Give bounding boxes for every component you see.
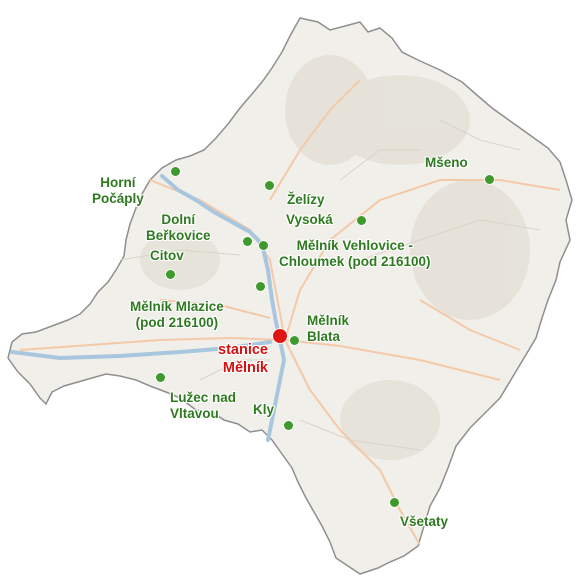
station-label-mseno[interactable]: Mšeno [425, 155, 468, 170]
station-label-melnik-mlazice[interactable]: Mělník Mlazice (pod 216100) [130, 299, 224, 330]
station-marker-vysoka[interactable] [357, 216, 366, 225]
station-marker-melnik-mlazice[interactable] [256, 282, 265, 291]
station-marker-mseno[interactable] [485, 175, 494, 184]
river-vltava-labe [10, 174, 287, 442]
station-marker-citov[interactable] [166, 270, 175, 279]
station-label-kly[interactable]: Kly [253, 402, 275, 417]
station-marker-melnik-blata[interactable] [290, 336, 299, 345]
station-label-zelizy[interactable]: Želízy [287, 192, 325, 207]
station-marker-vsetaty[interactable] [390, 498, 399, 507]
station-marker-kly[interactable] [284, 421, 293, 430]
station-label-melnik-vehlovice[interactable]: Mělník Vehlovice - Chloumek (pod 216100) [279, 238, 431, 269]
main-station-label[interactable]: stanice Mělník [218, 342, 268, 376]
station-label-citov[interactable]: Citov [150, 248, 184, 263]
station-label-luzec-nad-vltavou[interactable]: Lužec nad Vltavou [170, 390, 237, 421]
station-marker-horni-pocaply[interactable] [171, 167, 180, 176]
station-marker-luzec-nad-vltavou[interactable] [156, 373, 165, 382]
station-label-vysoka[interactable]: Vysoká [286, 212, 333, 227]
station-label-dolni-berkovice[interactable]: Dolní Beřkovice [146, 212, 211, 243]
main-station-marker-melnik[interactable] [273, 329, 287, 343]
station-label-vsetaty[interactable]: Všetaty [400, 514, 449, 529]
station-marker-zelizy[interactable] [265, 181, 274, 190]
station-marker-melnik-vehlovice[interactable] [259, 241, 268, 250]
station-label-melnik-blata[interactable]: Mělník Blata [307, 313, 350, 344]
station-marker-dolni-berkovice[interactable] [243, 237, 252, 246]
station-label-horni-pocaply[interactable]: Horní Počáply [92, 175, 144, 206]
minor-roads [119, 119, 541, 451]
